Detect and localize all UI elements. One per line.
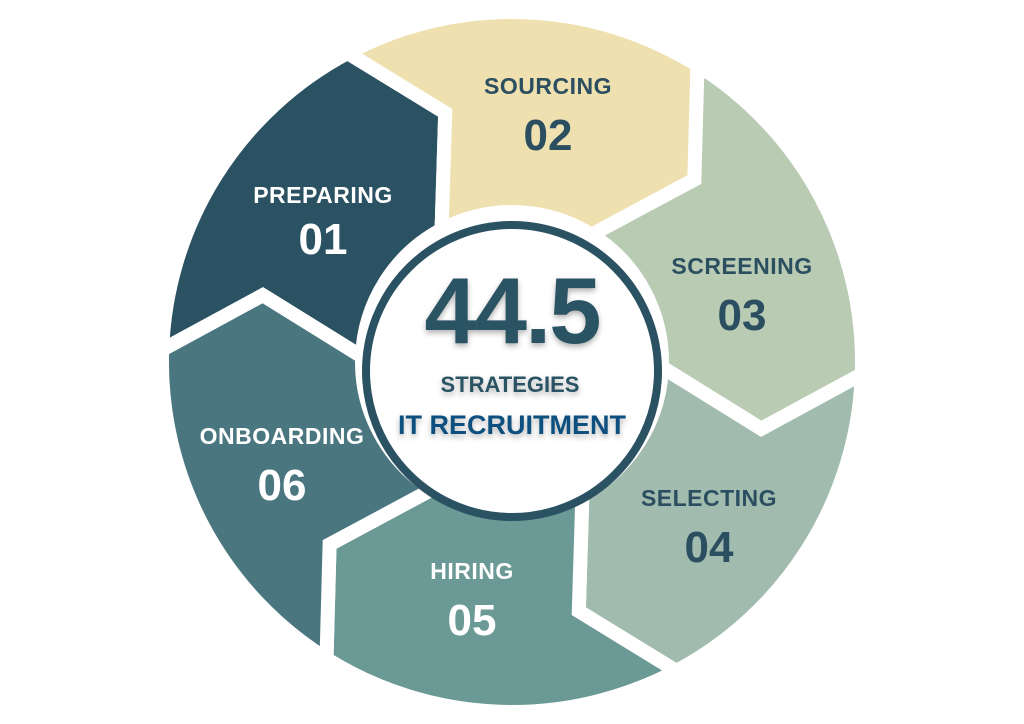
segment-number-01: 01 — [299, 215, 348, 264]
segment-preparing — [154, 44, 453, 370]
segment-label-onboarding: ONBOARDING — [200, 423, 365, 449]
segment-sourcing — [333, 5, 705, 243]
segment-label-preparing: PREPARING — [253, 182, 393, 208]
segment-label-screening: SCREENING — [671, 253, 812, 279]
segment-number-04: 04 — [685, 523, 734, 572]
segment-label-selecting: SELECTING — [641, 485, 777, 511]
center-circle — [362, 221, 662, 521]
center-title: IT RECRUITMENT — [398, 410, 626, 440]
segment-number-03: 03 — [718, 291, 767, 340]
segment-number-06: 06 — [258, 461, 307, 510]
center-value: 44.5 — [425, 258, 600, 363]
segment-number-02: 02 — [524, 111, 573, 160]
segment-number-05: 05 — [448, 596, 497, 645]
segment-label-sourcing: SOURCING — [484, 73, 612, 99]
center-subtitle: STRATEGIES — [441, 372, 580, 397]
segment-label-hiring: HIRING — [430, 558, 514, 584]
segment-screening — [577, 52, 869, 437]
